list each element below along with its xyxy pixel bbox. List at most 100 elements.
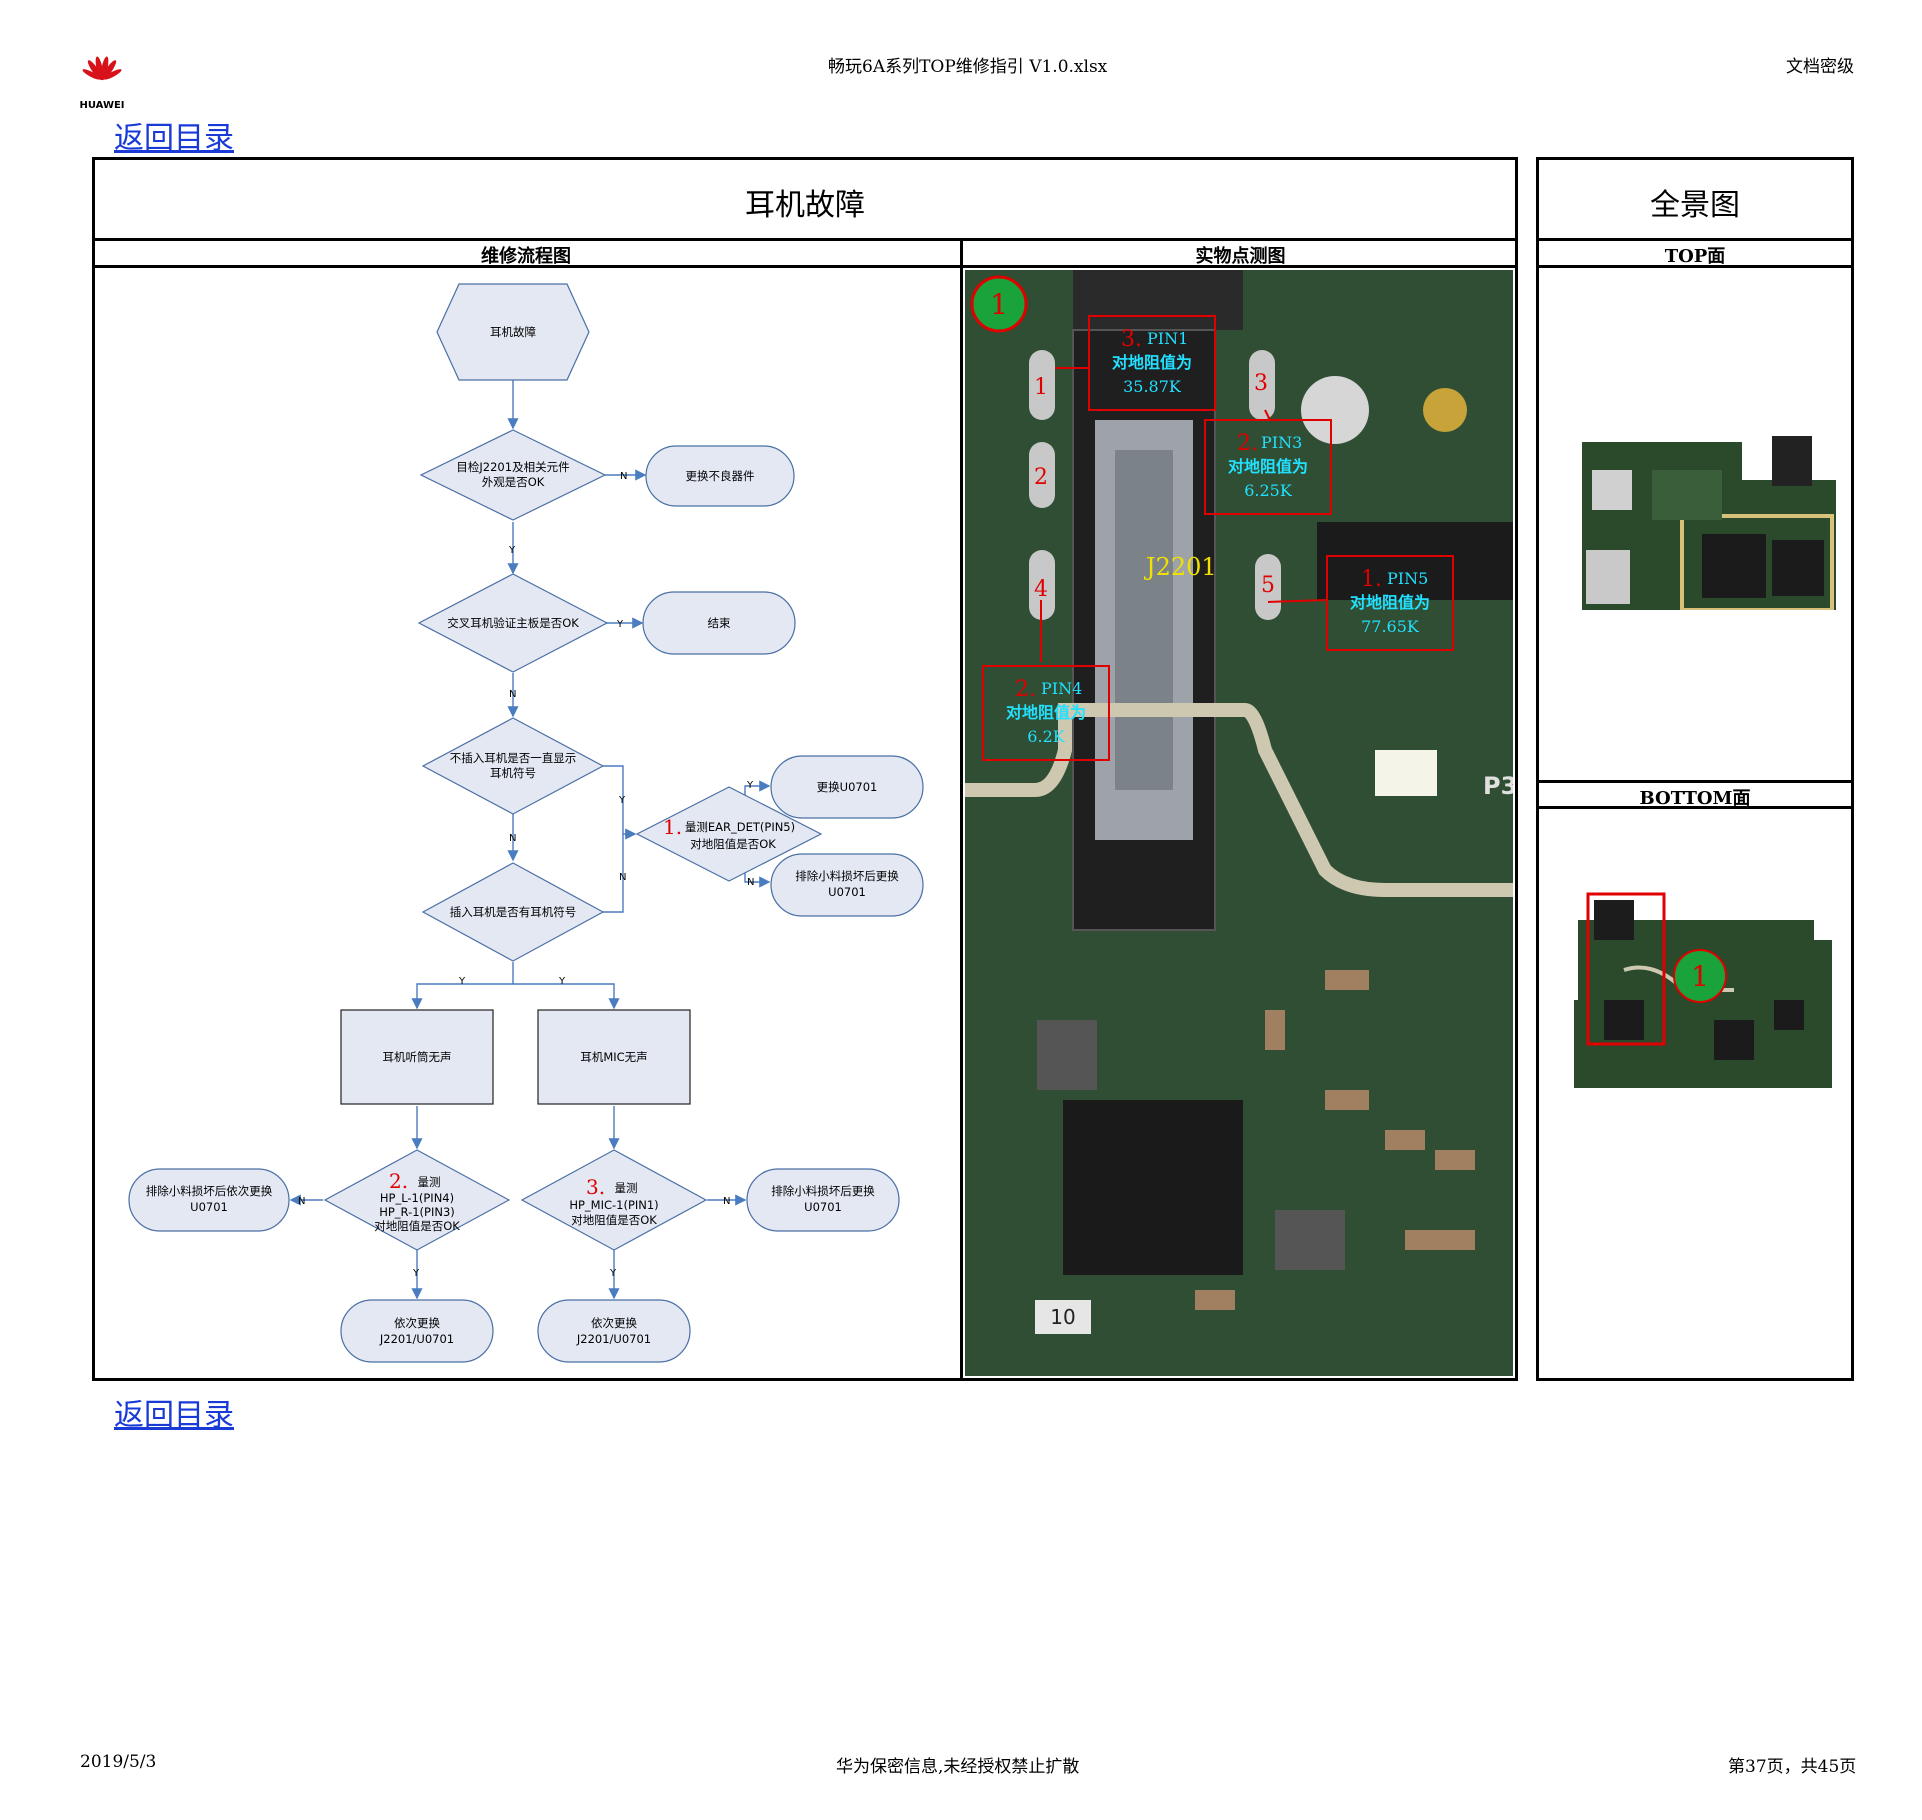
- decision-text: HP_L-1(PIN4): [380, 1191, 454, 1205]
- decision-text: 量测: [418, 1175, 441, 1189]
- footer-confidential-notice: 华为保密信息,未经授权禁止扩散: [836, 1757, 1080, 1777]
- divider: [92, 265, 1518, 268]
- security-level: 文档密级: [1786, 57, 1854, 77]
- end-text: 结束: [708, 616, 731, 630]
- step-number: 3.: [586, 1175, 605, 1199]
- back-to-toc-link-top[interactable]: 返回目录: [114, 121, 234, 156]
- end-text: 依次更换: [394, 1316, 440, 1330]
- back-to-toc-link-bottom[interactable]: 返回目录: [114, 1398, 234, 1433]
- label-n: N: [723, 1196, 730, 1207]
- decision-text: HP_R-1(PIN3): [379, 1205, 455, 1219]
- step-number: 1.: [663, 815, 682, 839]
- location-marker: [1673, 949, 1727, 1003]
- label-y: Y: [746, 780, 754, 791]
- main-title: 耳机故障: [745, 188, 865, 223]
- footer-date: 2019/5/3: [80, 1752, 157, 1772]
- decision-text: 量测EAR_DET(PIN5): [685, 820, 795, 834]
- step-number: 2.: [389, 1169, 408, 1193]
- action-right-replace: [746, 1168, 900, 1232]
- annotation-pin: PIN5: [1387, 569, 1428, 588]
- annotation-value: 35.87K: [1123, 377, 1182, 396]
- label-n: N: [620, 471, 627, 482]
- decision-text: 插入耳机是否有耳机符号: [450, 905, 577, 919]
- highlight-box: [1586, 892, 1666, 1046]
- decision-visual-check: [419, 429, 607, 521]
- annotation-value: 6.2K: [1027, 727, 1065, 746]
- location-marker: [970, 275, 1028, 333]
- divider: [1536, 265, 1854, 268]
- end-text: J2201/U0701: [576, 1332, 651, 1346]
- decision-text: 交叉耳机验证主板是否OK: [447, 616, 579, 630]
- label-y: Y: [616, 619, 624, 630]
- end-right: [537, 1299, 691, 1363]
- pcb-measurement-photo: 10 P3 1 J2201 1 2 3 4 5 3. PIN1 对地阻值为 35…: [965, 270, 1513, 1376]
- end-text: 依次更换: [591, 1316, 637, 1330]
- start-node: [436, 283, 590, 381]
- pad: [1029, 550, 1055, 620]
- end-node: [642, 591, 796, 655]
- pin-number: 4: [1034, 577, 1048, 602]
- top-side-board-image: [1582, 436, 1836, 610]
- location-marker-label: 1: [990, 288, 1008, 321]
- flowchart-header: 维修流程图: [481, 246, 571, 267]
- label-n: N: [509, 689, 516, 700]
- label-y: Y: [412, 1268, 420, 1279]
- annotation-box-pin3: [1204, 419, 1332, 515]
- annotation-number: 3.: [1121, 327, 1142, 352]
- annotation-value: 6.25K: [1244, 481, 1293, 500]
- decision-text: 对地阻值是否OK: [690, 837, 776, 851]
- decision-text: 对地阻值是否OK: [374, 1219, 460, 1233]
- pin-number: 1: [1034, 375, 1048, 400]
- decision-always-shows: [421, 717, 605, 815]
- pad: [1029, 350, 1055, 420]
- label-y: Y: [618, 795, 626, 806]
- annotation-text: 对地阻值为: [1006, 703, 1086, 722]
- action-replace-u0701: [770, 755, 924, 819]
- pin-number: 5: [1261, 573, 1275, 598]
- bottom-side-board-image: 1: [1574, 892, 1832, 1088]
- decision-swap-headset: [417, 573, 609, 673]
- annotation-text: 对地阻值为: [1112, 353, 1192, 372]
- decision-hp-mic: [520, 1149, 708, 1251]
- action-text: U0701: [190, 1200, 228, 1214]
- action-text: 排除小料损坏后依次更换: [146, 1184, 273, 1198]
- silkscreen-label: P3: [1483, 772, 1513, 800]
- annotation-value: 77.65K: [1361, 617, 1420, 636]
- decision-text: 外观是否OK: [482, 475, 545, 489]
- label-n: N: [509, 833, 516, 844]
- action-text: 排除小料损坏后更换: [795, 869, 899, 883]
- annotation-number: 2.: [1015, 677, 1036, 702]
- overview-panel: [1536, 157, 1854, 1381]
- annotation-pin: PIN3: [1261, 433, 1302, 452]
- divider: [960, 238, 963, 1381]
- pad: [1255, 554, 1281, 620]
- bottom-side-header: BOTTOM面: [1639, 788, 1751, 809]
- annotation-text: 对地阻值为: [1228, 457, 1308, 476]
- box-text: 耳机MIC无声: [580, 1050, 647, 1064]
- label-n: N: [747, 877, 754, 888]
- annotation-number: 2.: [1237, 431, 1258, 456]
- action-replace-parts: [645, 445, 795, 507]
- divider: [1536, 238, 1854, 241]
- decision-text: 量测: [615, 1181, 638, 1195]
- repair-flowchart: N Y Y N Y N N Y N Y Y N N Y Y 耳机故障 目检J22…: [128, 283, 924, 1363]
- action-text: 更换U0701: [817, 780, 878, 794]
- chip-marking: 10: [1050, 1305, 1075, 1329]
- action-text: 更换不良器件: [686, 469, 755, 483]
- annotation-number: 1.: [1361, 567, 1382, 592]
- decision-text: 对地阻值是否OK: [571, 1213, 657, 1227]
- annotation-box-pin4: [982, 665, 1110, 761]
- pin-number: 2: [1034, 465, 1048, 490]
- pad: [1029, 442, 1055, 508]
- top-side-header: TOP面: [1664, 246, 1726, 267]
- annotation-text: 对地阻值为: [1350, 593, 1430, 612]
- end-text: J2201/U0701: [379, 1332, 454, 1346]
- label-y: Y: [458, 976, 466, 987]
- photo-header: 实物点测图: [1195, 246, 1286, 267]
- logo-text: HUAWEI: [79, 100, 125, 111]
- start-text: 耳机故障: [490, 325, 536, 339]
- divider: [1536, 806, 1854, 809]
- document-title: 畅玩6A系列TOP维修指引 V1.0.xlsx: [828, 57, 1108, 77]
- label-y: Y: [508, 545, 516, 556]
- action-text: 排除小料损坏后更换: [771, 1184, 875, 1198]
